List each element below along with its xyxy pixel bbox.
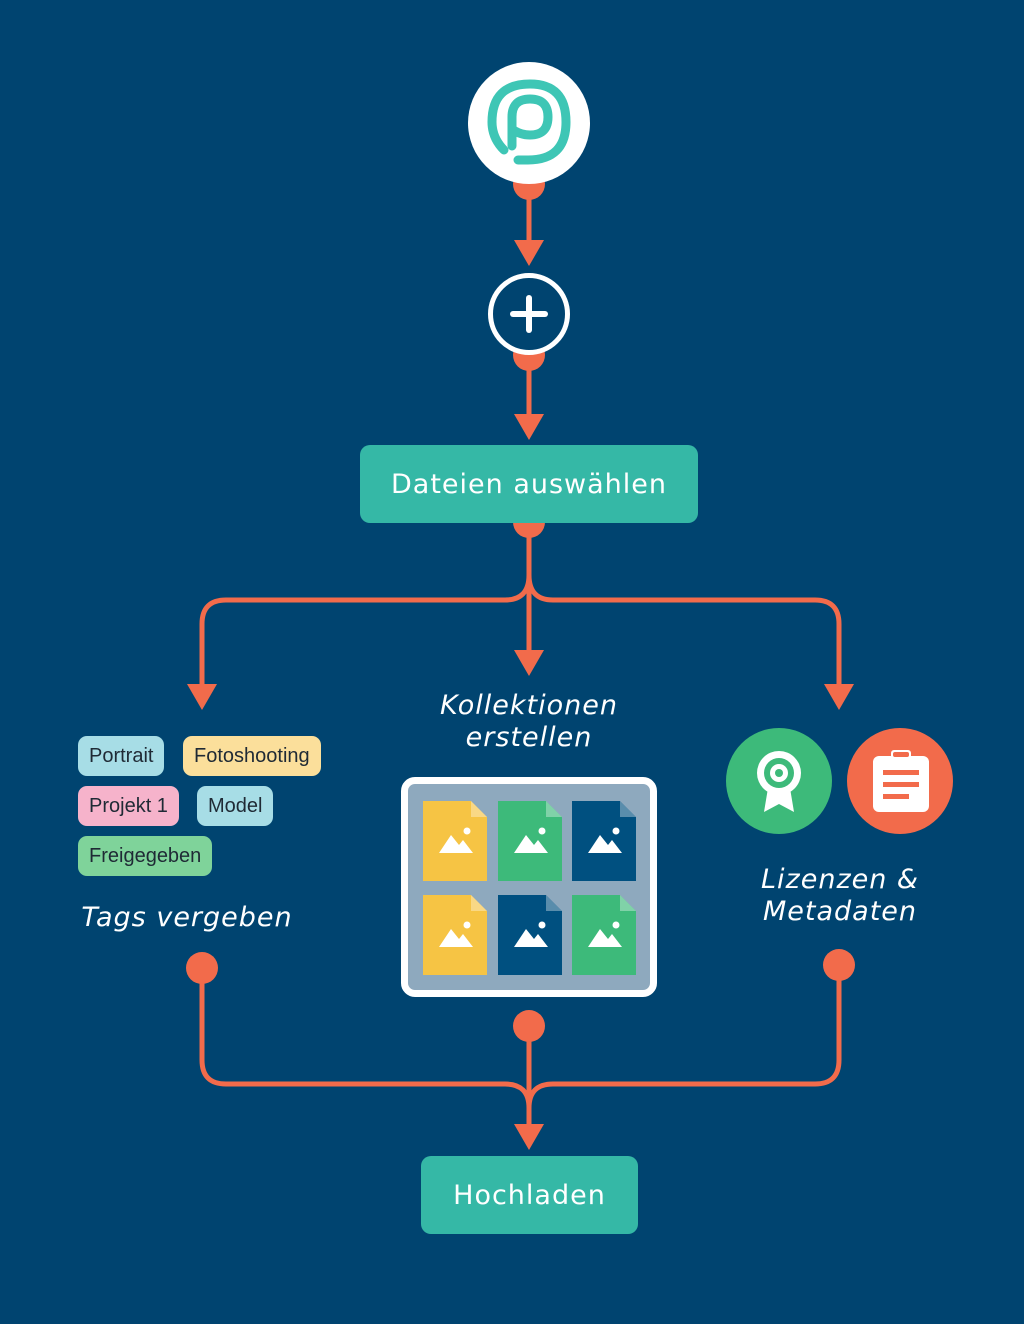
licenses-caption: Lizenzen & Metadaten: [712, 864, 968, 928]
connector-dot: [513, 1010, 545, 1042]
licenses-caption-line2: Metadaten: [762, 896, 918, 927]
connector-select-branches: [199, 519, 532, 691]
image-file-icon: [498, 801, 562, 881]
tag-freigegeben[interactable]: Freigegeben: [78, 836, 213, 876]
tag-fotoshooting[interactable]: Fotoshooting: [183, 736, 321, 776]
image-file-icon: [423, 895, 487, 975]
tag-portrait[interactable]: Portrait: [78, 736, 165, 776]
image-file-icon: [572, 801, 636, 881]
arrow-down-icon: [187, 684, 217, 710]
award-ribbon-icon: [757, 751, 801, 812]
arrow-down-icon: [514, 414, 544, 440]
collections-caption-line1: Kollektionen: [440, 690, 618, 721]
arrow-down-icon: [514, 650, 544, 676]
license-badge: [726, 728, 832, 834]
plus-icon: [510, 295, 548, 333]
tag-projekt-1[interactable]: Projekt 1: [78, 786, 179, 826]
image-file-icon: [423, 801, 487, 881]
p-logo-icon: [487, 79, 571, 165]
arrow-down-icon: [514, 240, 544, 266]
image-file-icon: [572, 895, 636, 975]
app-logo: [468, 62, 590, 184]
connector-dot: [186, 952, 218, 984]
image-file-icon: [498, 895, 562, 975]
arrow-down-icon: [824, 684, 854, 710]
collection-preview: [401, 777, 657, 997]
tags-caption: Tags vergeben: [81, 902, 293, 933]
upload-button[interactable]: Hochladen: [421, 1156, 638, 1234]
tag-model[interactable]: Model: [197, 786, 274, 826]
connector-dot: [823, 949, 855, 981]
clipboard-icon: [873, 750, 929, 812]
collections-caption-line2: erstellen: [465, 722, 593, 753]
add-button[interactable]: [488, 273, 570, 355]
licenses-caption-line1: Lizenzen &: [761, 864, 919, 895]
metadata-badge: [847, 728, 953, 834]
collections-caption: Kollektionen erstellen: [390, 690, 668, 754]
arrow-down-icon: [514, 1124, 544, 1150]
select-files-button[interactable]: Dateien auswählen: [360, 445, 698, 523]
